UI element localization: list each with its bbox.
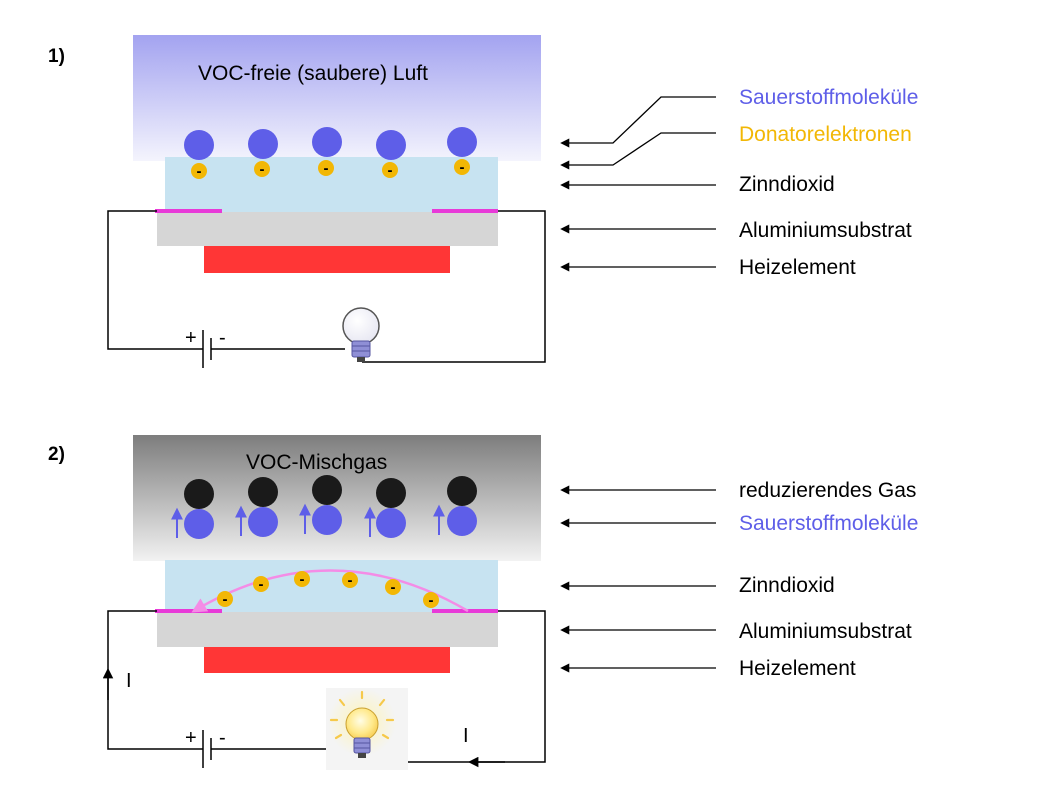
light-bulb-on-icon [326, 688, 408, 770]
electrode-right-1 [432, 209, 498, 213]
battery-minus-2: - [219, 727, 226, 749]
pointer-donor [560, 132, 716, 170]
donor-electron: - [454, 159, 470, 176]
electron-sign: - [391, 579, 396, 596]
oxygen-molecule [248, 129, 278, 159]
donor-electron: - [318, 160, 334, 177]
current-label-right: I [463, 725, 469, 747]
reducing-gas-molecule [248, 477, 278, 507]
light-bulb-off-icon [342, 307, 380, 362]
electron-sign: - [348, 572, 353, 589]
oxygen-molecule [184, 509, 214, 539]
label-reducing-gas: reduzierendes Gas [739, 479, 916, 502]
current-label-left: I [126, 670, 132, 692]
label-oxygen-2: Sauerstoffmoleküle [739, 512, 918, 535]
free-electrons-2: - - - - - - [217, 571, 439, 609]
voc-gas-label: VOC-Mischgas [246, 451, 387, 474]
reducing-gas-molecule [447, 476, 477, 506]
free-electron: - [294, 571, 310, 588]
electrode-right-2 [432, 609, 498, 613]
free-electron: - [253, 576, 269, 593]
electron-sign: - [197, 163, 202, 180]
oxygen-molecules-2 [184, 505, 477, 539]
battery-2: + - [185, 727, 226, 768]
donor-electron: - [254, 161, 270, 178]
heater-1 [204, 246, 450, 273]
panel-2: 2) VOC-Mischgas [48, 435, 918, 770]
oxygen-molecule [312, 505, 342, 535]
free-electron: - [217, 591, 233, 608]
electrode-left-2 [155, 609, 222, 613]
battery-plus-1: + [185, 327, 197, 349]
label-heater-2: Heizelement [739, 657, 856, 680]
reducing-gas-molecule [184, 479, 214, 509]
circuit-wire-1 [107, 210, 546, 363]
electron-sign: - [300, 571, 305, 588]
battery-1: + - [185, 327, 226, 368]
oxygen-molecule [312, 127, 342, 157]
oxygen-molecule [248, 507, 278, 537]
electron-sign: - [429, 592, 434, 609]
aluminium-substrate-1 [157, 212, 498, 246]
electrode-left-1 [155, 209, 222, 213]
donor-electrons-1: - - - - - [191, 159, 470, 180]
pointer-oxygen-1 [560, 96, 716, 148]
label-tin-dioxide-2: Zinndioxid [739, 574, 835, 597]
reducing-gas-molecule [312, 475, 342, 505]
oxygen-molecule [184, 130, 214, 160]
oxygen-molecule [447, 127, 477, 157]
reducing-gas-molecules [184, 475, 477, 509]
label-donor-electrons: Donatorelektronen [739, 123, 912, 146]
label-substrate-1: Aluminiumsubstrat [739, 219, 912, 242]
label-substrate-2: Aluminiumsubstrat [739, 620, 912, 643]
electron-sign: - [388, 162, 393, 179]
free-electron: - [423, 592, 439, 609]
electron-sign: - [260, 161, 265, 178]
panel-1: 1) VOC-freie (saubere) Luft - - [48, 35, 918, 368]
tin-dioxide-layer-2 [165, 560, 498, 612]
panel-2-number: 2) [48, 444, 65, 465]
battery-plus-2: + [185, 727, 197, 749]
oxygen-molecules-1 [184, 127, 477, 160]
oxygen-molecule [376, 508, 406, 538]
free-electron: - [342, 572, 358, 589]
donor-electron: - [191, 163, 207, 180]
label-heater-1: Heizelement [739, 256, 856, 279]
free-electron: - [385, 579, 401, 596]
oxygen-molecule [376, 130, 406, 160]
panel-1-number: 1) [48, 46, 65, 67]
clean-air-label: VOC-freie (saubere) Luft [198, 62, 428, 85]
electron-sign: - [460, 159, 465, 176]
heater-2 [204, 647, 450, 673]
battery-minus-1: - [219, 327, 226, 349]
electron-sign: - [324, 160, 329, 177]
aluminium-substrate-2 [157, 612, 498, 647]
label-tin-dioxide-1: Zinndioxid [739, 173, 835, 196]
donor-electron: - [382, 162, 398, 179]
desorption-arrows [171, 503, 445, 538]
reducing-gas-molecule [376, 478, 406, 508]
label-oxygen-1: Sauerstoffmoleküle [739, 86, 918, 109]
electron-sign: - [259, 576, 264, 593]
electron-sign: - [223, 591, 228, 608]
oxygen-molecule [447, 506, 477, 536]
